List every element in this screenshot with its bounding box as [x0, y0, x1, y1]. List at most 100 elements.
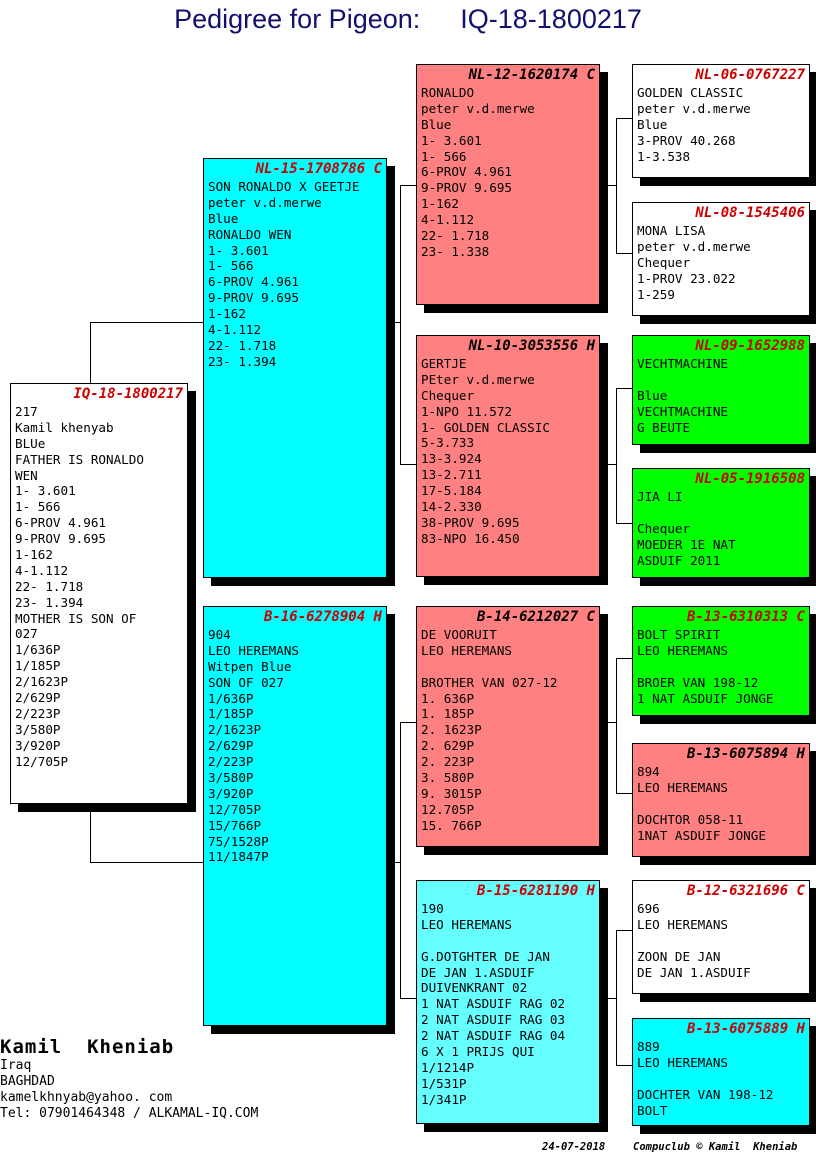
connector	[598, 464, 616, 465]
card-line: 1- 3.601	[208, 242, 269, 258]
card-line: DUIVENKRANT 02	[421, 980, 528, 996]
card-line: 22- 1.718	[208, 337, 277, 353]
connector	[616, 388, 617, 524]
card-line: 1NAT ASDUIF JONGE	[637, 827, 766, 843]
card-line: 15. 766P	[421, 817, 482, 833]
card-line: LEO HEREMANS	[637, 642, 728, 658]
card-line: 1-3.538	[637, 148, 691, 164]
card-line: 5-3.733	[421, 435, 475, 451]
card-line: 1. 636P	[421, 690, 475, 706]
card-line: 1- GOLDEN CLASSIC	[421, 419, 550, 435]
card-line: 11/1847P	[208, 849, 269, 865]
card-line: 1- 566	[421, 148, 467, 164]
card-line: LEO HEREMANS	[208, 642, 299, 658]
card-line: Chequer	[637, 254, 691, 270]
card-line: 38-PROV 9.695	[421, 514, 520, 530]
connector	[616, 118, 633, 119]
card-line: 2/629P	[208, 738, 254, 754]
card-line: 17-5.184	[421, 483, 482, 499]
card-line	[421, 659, 595, 675]
connector	[616, 118, 617, 254]
connector	[616, 1065, 633, 1066]
ring-number: B-13-6075889 H	[686, 1021, 805, 1037]
connector	[90, 862, 204, 863]
ring-number: B-15-6281190 H	[476, 883, 595, 899]
card-line: 1 NAT ASDUIF JONGE	[637, 690, 774, 706]
card-line: 23- 1.338	[421, 243, 490, 259]
card-line: JIA LI	[637, 489, 683, 504]
card-line: Blue	[637, 116, 668, 132]
card-line: G.DOTGHTER DE JAN	[421, 948, 550, 964]
card-line: DE JAN 1.ASDUIF	[421, 964, 535, 980]
card-line: Blue	[421, 116, 452, 132]
card-line: PEter v.d.merwe	[421, 371, 535, 387]
card-line: 14-2.330	[421, 499, 482, 515]
card-line: 2. 1623P	[421, 722, 482, 738]
owner-city: BAGHDAD	[0, 1074, 55, 1089]
card-line: 1 NAT ASDUIF RAG 02	[421, 996, 566, 1012]
owner-email[interactable]: kamelkhnyab@yahoo. com	[0, 1090, 173, 1105]
card-line: 2/1623P	[15, 674, 69, 690]
card-line: Witpen Blue	[208, 658, 292, 674]
card-line: 13-3.924	[421, 451, 482, 467]
card-line: 1/185P	[208, 706, 254, 722]
footer-credit: Compuclub © Kamil Kheniab	[633, 1141, 798, 1153]
card-line: 9-PROV 9.695	[421, 180, 512, 196]
card-line: 2 NAT ASDUIF RAG 04	[421, 1028, 566, 1044]
ring-number: NL-08-1545406	[695, 205, 805, 221]
connector	[598, 722, 616, 723]
connector	[616, 388, 633, 389]
card-line: MOTHER IS SON OF	[15, 610, 137, 626]
card-line: 12.705P	[421, 801, 475, 817]
card-line: 1/185P	[15, 658, 61, 674]
connector	[400, 998, 417, 999]
connector	[400, 722, 417, 723]
card-line: GOLDEN CLASSIC	[637, 85, 744, 100]
connector	[90, 322, 91, 383]
card-line: Chequer	[421, 387, 475, 403]
card-line: 3. 580P	[421, 770, 475, 786]
card-line: 3-PROV 40.268	[637, 132, 736, 148]
card-line: 23- 1.394	[208, 353, 277, 369]
ring-number: NL-06-0767227	[695, 67, 805, 83]
ring-number: B-16-6278904 H	[263, 609, 382, 625]
card-line: 1-PROV 23.022	[637, 270, 736, 286]
card-line: 12/705P	[15, 753, 69, 769]
card-line: 12/705P	[208, 801, 262, 817]
card-line: 1/636P	[15, 642, 61, 658]
card-line: 904	[208, 627, 231, 642]
card-line: GERTJE	[421, 356, 467, 371]
card-line: LEO HEREMANS	[421, 642, 512, 658]
card-line: 027	[15, 626, 38, 642]
card-line: FATHER IS RONALDO	[15, 451, 144, 467]
connector	[90, 322, 204, 323]
connector	[400, 464, 417, 465]
card-line: WEN	[15, 467, 38, 483]
card-line: 190	[421, 901, 444, 916]
card-line: peter v.d.merwe	[208, 194, 322, 210]
card-line: G BEUTE	[637, 419, 691, 435]
card-line: 9. 3015P	[421, 785, 482, 801]
ring-number: B-13-6075894 H	[686, 746, 805, 762]
